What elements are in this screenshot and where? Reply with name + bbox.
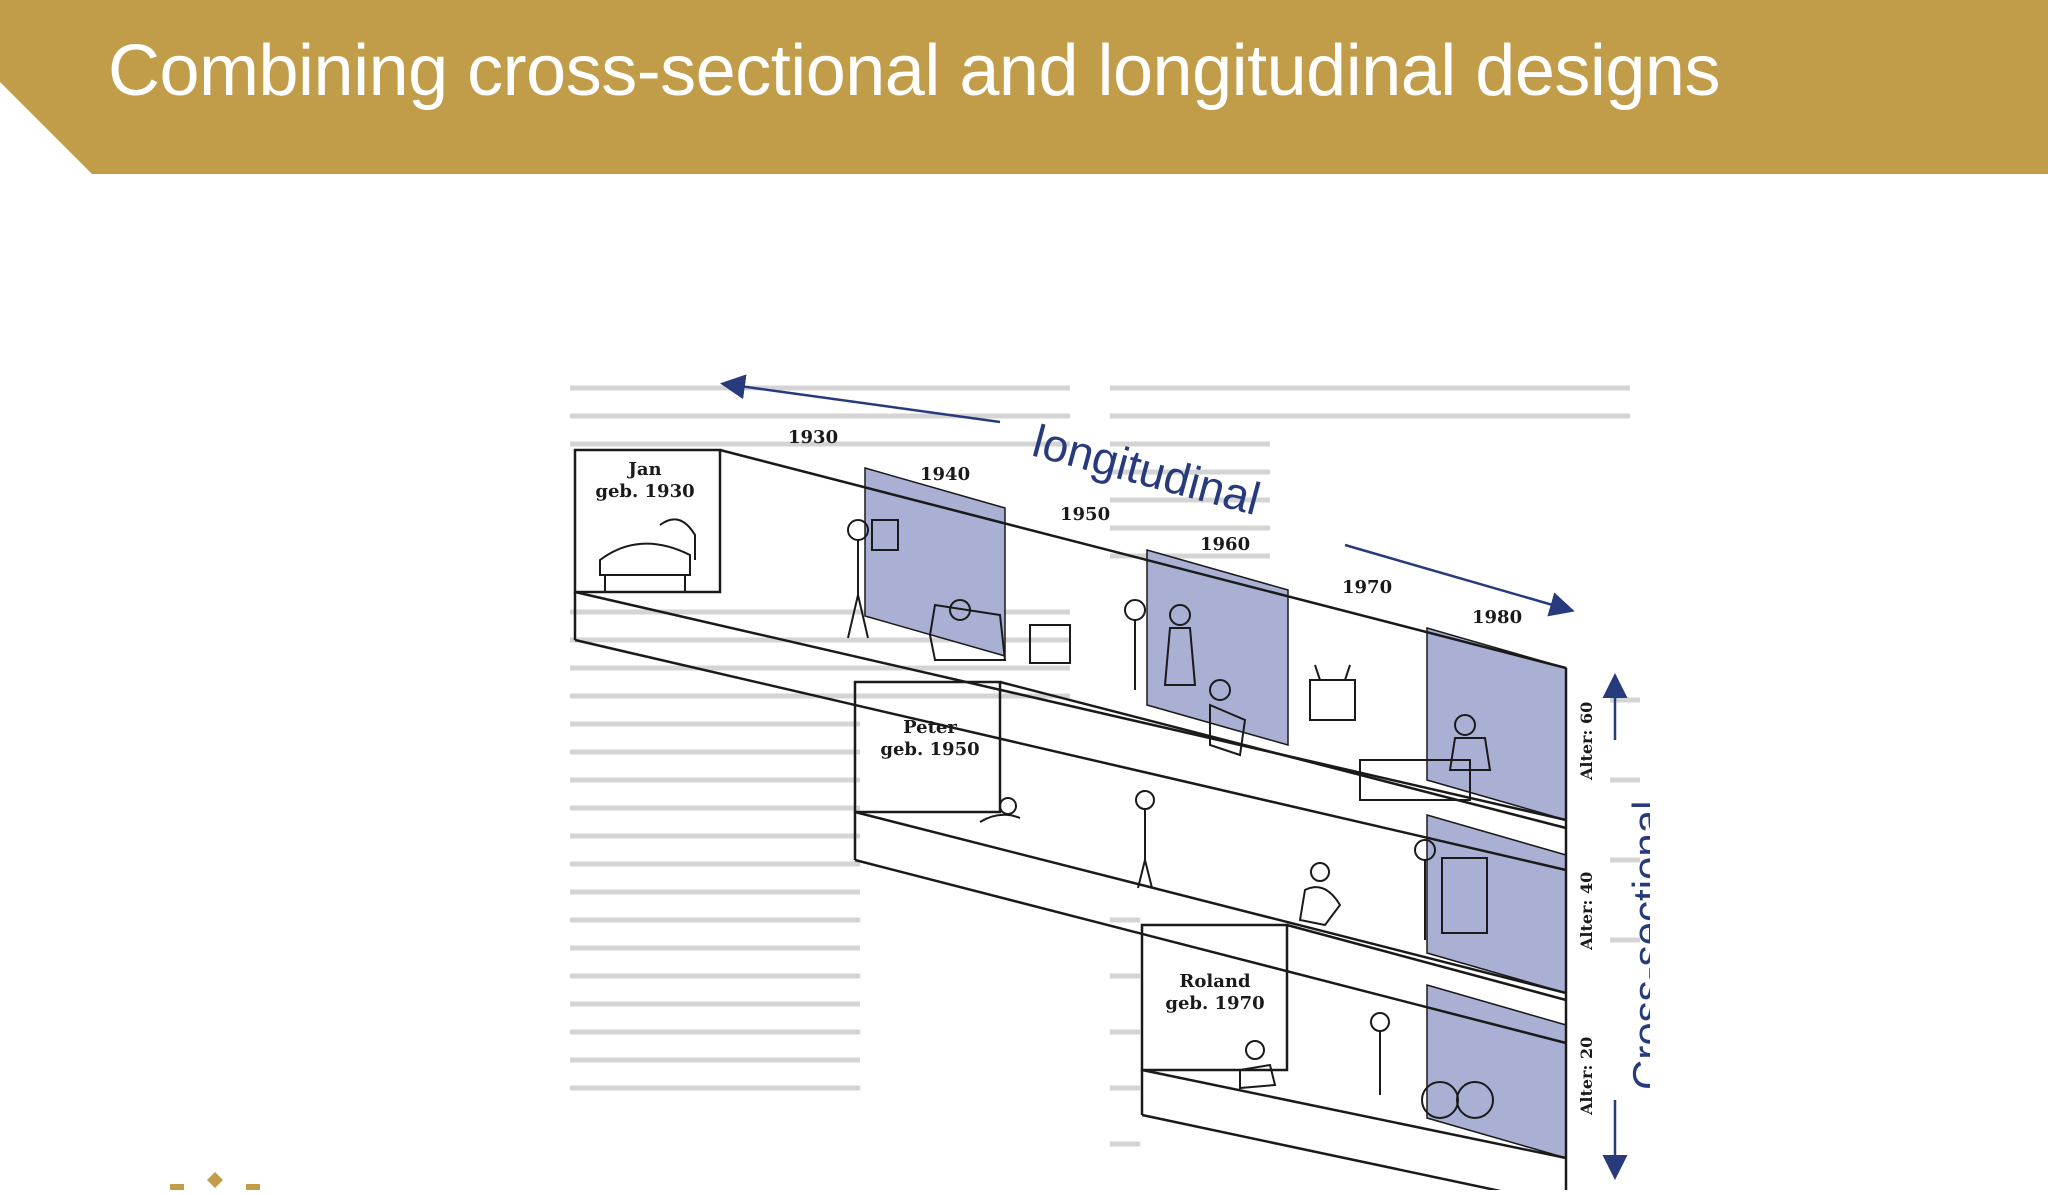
scene-illustrations	[599, 518, 1494, 1119]
year-labels: 1930 1940 1950 1960 1970 1980	[788, 427, 1522, 628]
crib-illustration	[599, 518, 696, 592]
person-birth: geb. 1930	[595, 481, 694, 502]
control-panel-illustration	[1414, 839, 1488, 940]
crawling-baby-illustration	[979, 797, 1021, 823]
age-label: Alter: 60	[1577, 702, 1596, 781]
person-name: Roland	[1179, 971, 1251, 992]
banner-shape	[0, 0, 2048, 174]
guitar-illustration	[1298, 862, 1342, 927]
longitudinal-arrow	[720, 374, 1575, 617]
bike-illustration	[1370, 1012, 1494, 1119]
title-banner	[0, 0, 2048, 174]
armchair-illustration	[928, 599, 1071, 664]
staircase-structure	[573, 448, 1568, 1195]
year-label: 1930	[788, 427, 838, 448]
age-labels: Alter: 60 Alter: 40 Alter: 20	[1577, 702, 1596, 1116]
year-label: 1950	[1060, 504, 1110, 525]
couple-illustration	[1124, 599, 1197, 690]
institution-logo	[160, 1170, 270, 1190]
person-birth: geb. 1970	[1165, 993, 1264, 1014]
person-labels: Jan geb. 1930 Peter geb. 1950 Roland geb…	[595, 459, 1264, 1014]
toddler-illustration	[1239, 1040, 1277, 1090]
person-birth: geb. 1950	[880, 739, 979, 760]
year-label: 1960	[1200, 534, 1250, 555]
slide-title: Combining cross-sectional and longitudin…	[108, 31, 1720, 111]
person-name: Jan	[626, 459, 661, 480]
tv-illustration	[1209, 664, 1356, 757]
age-label: Alter: 20	[1577, 1037, 1596, 1116]
desk-illustration	[1359, 714, 1492, 801]
diagram-svg: 1930 1940 1950 1960 1970 1980 Jan geb. 1…	[570, 374, 1671, 1195]
year-label: 1940	[920, 464, 970, 485]
child-illustration	[1135, 790, 1155, 889]
cross-sectional-label: Cross-sectional	[1624, 801, 1650, 1090]
age-label: Alter: 40	[1577, 872, 1596, 951]
background-page-text	[570, 385, 1640, 1147]
cohort-diagram: 1930 1940 1950 1960 1970 1980 Jan geb. 1…	[550, 360, 1671, 1195]
year-label: 1970	[1342, 577, 1392, 598]
decade-panels	[864, 467, 1567, 1159]
year-label: 1980	[1472, 607, 1522, 628]
person-name: Peter	[903, 717, 957, 738]
logo-mark-icon	[170, 1172, 260, 1190]
man-newspaper-illustration	[847, 519, 899, 639]
